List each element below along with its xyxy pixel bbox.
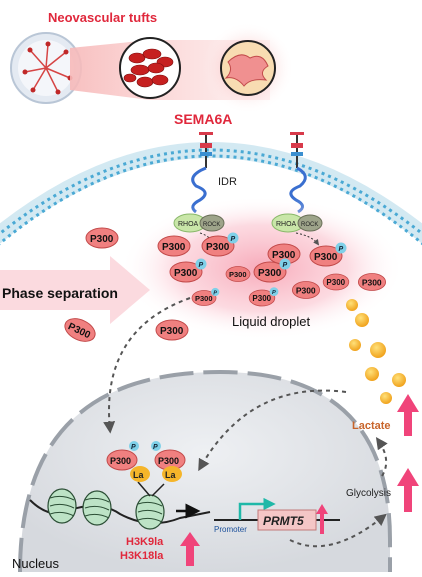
nucleus — [18, 369, 392, 573]
phospho-label: P — [272, 290, 276, 296]
p300-protein: P300 — [322, 273, 350, 291]
rhoa-rock-left: RHOA ROCK — [173, 213, 225, 233]
phospho-group — [227, 232, 239, 244]
title: Neovascular tufts — [48, 10, 157, 25]
phospho-label: P — [231, 236, 236, 243]
phospho-label: P — [283, 262, 288, 269]
p300-label: P300 — [90, 234, 114, 245]
p300-label: P300 — [160, 326, 184, 337]
p300-protein: P300 — [225, 266, 251, 282]
droplet-to-nucleus-arrow — [103, 297, 191, 434]
rock-label-right: ROCK — [301, 222, 318, 228]
p300-label: P300 — [258, 268, 282, 279]
p300-protein: P300 — [64, 318, 96, 342]
gene-label: PRMT5 — [263, 514, 304, 528]
phospho-group — [211, 287, 220, 297]
histone-mark-2: H3K18la — [120, 550, 164, 562]
nucleus-label: Nucleus — [12, 556, 59, 571]
receptor-left — [199, 132, 213, 168]
p300-label: P300 — [296, 285, 316, 295]
p300-label: P300 — [206, 242, 230, 253]
glycolysis-label: Glycolysis — [346, 488, 391, 499]
phase-separation-label: Phase separation — [2, 285, 118, 301]
la-label-left: La — [133, 470, 144, 480]
prmt5-gene-box — [257, 509, 317, 531]
histone-up-arrow — [180, 532, 200, 566]
p300-label: P300 — [195, 294, 213, 303]
lactate-molecules — [346, 299, 406, 404]
tufts-circle — [119, 37, 181, 99]
p300-label: P300 — [229, 270, 247, 279]
p300-nuc-left: P300 — [110, 456, 131, 466]
idr-label: IDR — [218, 176, 237, 188]
liquid-droplet-label: Liquid droplet — [232, 314, 310, 329]
receptor-right — [290, 132, 304, 168]
phospho-nuc-right: P — [153, 444, 158, 451]
cell-membrane — [0, 142, 422, 246]
p300-label: P300 — [314, 252, 338, 263]
phospho-group — [335, 242, 347, 254]
la-label-right: La — [165, 470, 176, 480]
glycolysis-to-lactate-arrow — [375, 437, 388, 477]
receptor-label: SEMA6A — [174, 111, 232, 127]
p300-label: P300 — [272, 250, 296, 261]
histone-mark-1: H3K9la — [126, 536, 164, 548]
p300-lactylation-complex: P300 P300 P P La La — [106, 441, 186, 482]
rhoa-label-left: RHOA — [178, 221, 199, 228]
lactate-to-nucleus-arrow — [198, 389, 347, 472]
p300-label: P300 — [326, 278, 345, 287]
lactate-label: Lactate — [352, 420, 391, 432]
lactate-up-arrow — [397, 394, 419, 436]
phospho-label: P — [199, 262, 204, 269]
retina-icon — [10, 32, 82, 104]
phospho-label: P — [339, 246, 344, 253]
p300-nuc-right: P300 — [158, 456, 179, 466]
rock-label-left: ROCK — [203, 222, 220, 228]
phospho-label: P — [213, 290, 217, 296]
glycolysis-up-arrow — [397, 468, 419, 512]
phospho-nuc-left: P — [131, 444, 136, 451]
p300-label: P300 — [362, 277, 382, 287]
p300-protein: P300 — [157, 235, 191, 257]
endothelial-cell-circle — [202, 22, 294, 114]
promoter-label: Promoter — [214, 525, 247, 534]
chromatin — [29, 481, 211, 530]
phospho-group — [195, 258, 207, 270]
p300-label: P300 — [174, 268, 198, 279]
phospho-group — [269, 287, 279, 296]
p300-protein: P300 — [85, 227, 119, 249]
p300-protein: P300 — [291, 281, 321, 299]
p300-label: P300 — [252, 294, 271, 303]
prmt5-to-glycolysis-arrow — [289, 513, 387, 548]
phospho-group — [279, 258, 291, 270]
rhoa-rock-right: RHOA ROCK — [271, 213, 323, 233]
p300-protein: P300 — [357, 273, 387, 291]
gene-locus: Promoter PRMT5 — [214, 497, 340, 534]
p300-label: P300 — [162, 242, 186, 253]
phase-separation-arrow — [0, 256, 150, 324]
rhoa-label-right: RHOA — [276, 221, 297, 228]
p300-protein: P300 — [155, 319, 189, 341]
